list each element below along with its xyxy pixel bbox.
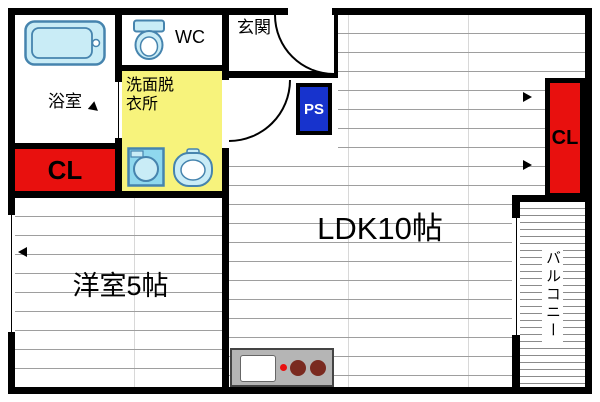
wall-entrance-bottom [222, 71, 338, 78]
washroom-label-line1: 洗面脱 [126, 77, 175, 94]
western-room-label: 洋室5帖 [72, 271, 169, 301]
pipe-space: PS [296, 83, 332, 135]
western-room-flooring [15, 198, 222, 387]
stove-pilot-dot-icon [280, 364, 287, 371]
pipe-space-label: PS [303, 100, 324, 118]
direction-arrow-icon [523, 160, 532, 170]
closet-right: CL [545, 78, 585, 198]
bathtub-icon [24, 20, 106, 66]
toilet-icon [133, 19, 165, 60]
window-icon [8, 215, 15, 332]
closet-left: CL [15, 149, 115, 191]
stove-burner-icon [310, 360, 326, 376]
wash-basin-icon [173, 148, 213, 187]
ldk-label: LDK10帖 [317, 211, 443, 246]
stove-burner-icon [290, 360, 306, 376]
closet-left-label: CL [47, 154, 83, 185]
direction-arrow-icon [18, 247, 27, 257]
outer-wall [8, 8, 592, 394]
entrance-label: 玄関 [237, 18, 271, 37]
bathroom-label: 浴室 [48, 92, 82, 111]
bathroom-door-opening [115, 82, 122, 138]
washroom-door-opening [222, 80, 229, 148]
balcony-label: バルコニー [542, 246, 563, 343]
front-door-opening [288, 8, 332, 15]
washing-machine-icon [127, 147, 165, 187]
balcony-sliding-door [512, 218, 520, 335]
window-glass-line [515, 218, 517, 335]
direction-arrow-icon [523, 92, 532, 102]
window-glass-line [11, 215, 12, 332]
wall-wc-washroom [122, 65, 222, 71]
wall-entrance-right [332, 15, 338, 78]
closet-right-label: CL [551, 126, 579, 149]
wall-above-western-room [15, 191, 222, 198]
kitchen-sink-icon [240, 355, 276, 382]
door-line [118, 82, 119, 138]
washroom-label-line2: 衣所 [126, 96, 159, 114]
washroom-label: 洗面脱 衣所 [126, 76, 174, 114]
kitchen-counter [230, 348, 334, 387]
wall-bathroom-closet [15, 143, 122, 149]
wall-balcony-top [512, 195, 585, 202]
wall-center-vertical [222, 15, 229, 387]
wc-label: WC [175, 27, 205, 47]
balcony-area: バルコニー [520, 202, 585, 387]
